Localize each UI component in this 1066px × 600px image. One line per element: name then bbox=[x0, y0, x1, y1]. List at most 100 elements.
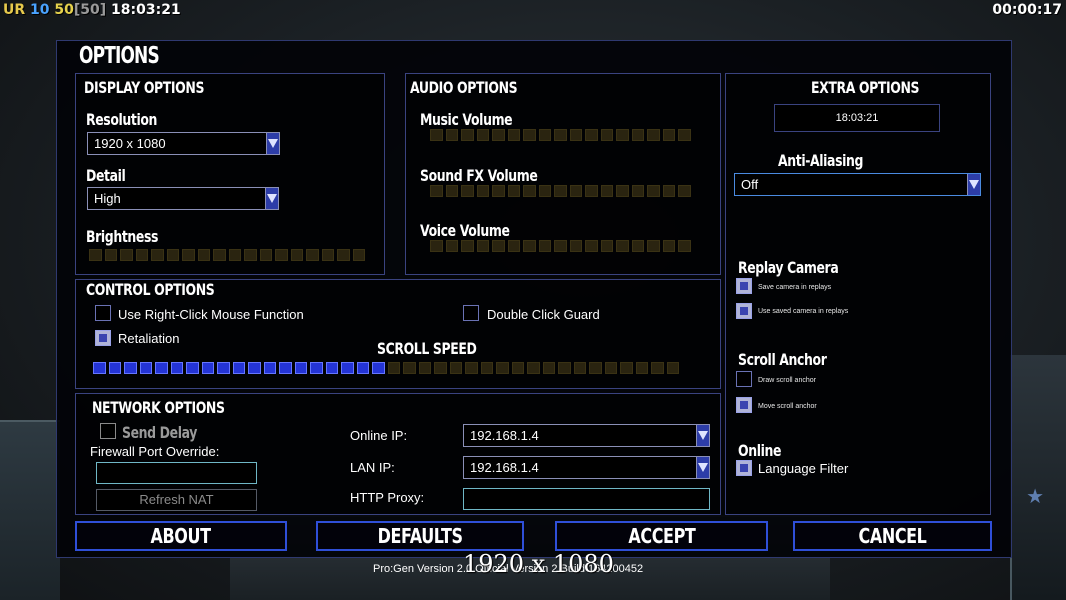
chevron-down-icon[interactable] bbox=[696, 425, 709, 446]
slider-segment[interactable] bbox=[476, 240, 489, 252]
slider-segment[interactable] bbox=[507, 129, 520, 141]
slider-segment[interactable] bbox=[662, 129, 675, 141]
slider-segment[interactable] bbox=[480, 362, 493, 374]
voice-volume-slider[interactable] bbox=[430, 240, 691, 252]
slider-segment[interactable] bbox=[325, 362, 338, 374]
double-click-guard-checkbox[interactable] bbox=[463, 305, 479, 321]
slider-segment[interactable] bbox=[476, 185, 489, 197]
slider-segment[interactable] bbox=[631, 185, 644, 197]
slider-segment[interactable] bbox=[631, 129, 644, 141]
slider-segment[interactable] bbox=[352, 249, 365, 261]
defaults-button[interactable]: DEFAULTS bbox=[316, 521, 524, 551]
slider-segment[interactable] bbox=[403, 362, 416, 374]
lan-ip-dropdown[interactable]: 192.168.1.4 bbox=[463, 456, 710, 479]
slider-segment[interactable] bbox=[461, 185, 474, 197]
firewall-port-input[interactable] bbox=[96, 462, 257, 484]
slider-segment[interactable] bbox=[263, 362, 276, 374]
slider-segment[interactable] bbox=[306, 249, 319, 261]
slider-segment[interactable] bbox=[523, 240, 536, 252]
cancel-button[interactable]: CANCEL bbox=[793, 521, 992, 551]
slider-segment[interactable] bbox=[108, 362, 121, 374]
slider-segment[interactable] bbox=[170, 362, 183, 374]
slider-segment[interactable] bbox=[120, 249, 133, 261]
slider-segment[interactable] bbox=[585, 185, 598, 197]
slider-segment[interactable] bbox=[631, 240, 644, 252]
slider-segment[interactable] bbox=[523, 129, 536, 141]
slider-segment[interactable] bbox=[585, 129, 598, 141]
slider-segment[interactable] bbox=[461, 240, 474, 252]
slider-segment[interactable] bbox=[558, 362, 571, 374]
slider-segment[interactable] bbox=[666, 362, 679, 374]
slider-segment[interactable] bbox=[434, 362, 447, 374]
slider-segment[interactable] bbox=[507, 185, 520, 197]
slider-segment[interactable] bbox=[647, 240, 660, 252]
slider-segment[interactable] bbox=[244, 249, 257, 261]
slider-segment[interactable] bbox=[647, 129, 660, 141]
slider-segment[interactable] bbox=[465, 362, 478, 374]
move-scroll-anchor-checkbox[interactable] bbox=[736, 397, 752, 413]
slider-segment[interactable] bbox=[635, 362, 648, 374]
slider-segment[interactable] bbox=[600, 240, 613, 252]
about-button[interactable]: ABOUT bbox=[75, 521, 287, 551]
slider-segment[interactable] bbox=[155, 362, 168, 374]
slider-segment[interactable] bbox=[678, 240, 691, 252]
slider-segment[interactable] bbox=[507, 240, 520, 252]
slider-segment[interactable] bbox=[372, 362, 385, 374]
chevron-down-icon[interactable] bbox=[266, 133, 279, 154]
slider-segment[interactable] bbox=[445, 185, 458, 197]
slider-segment[interactable] bbox=[461, 129, 474, 141]
slider-segment[interactable] bbox=[430, 129, 443, 141]
slider-segment[interactable] bbox=[89, 249, 102, 261]
slider-segment[interactable] bbox=[662, 185, 675, 197]
slider-segment[interactable] bbox=[492, 240, 505, 252]
draw-scroll-anchor-checkbox[interactable] bbox=[736, 371, 752, 387]
slider-segment[interactable] bbox=[523, 185, 536, 197]
slider-segment[interactable] bbox=[449, 362, 462, 374]
slider-segment[interactable] bbox=[217, 362, 230, 374]
slider-segment[interactable] bbox=[104, 249, 117, 261]
slider-segment[interactable] bbox=[387, 362, 400, 374]
slider-segment[interactable] bbox=[93, 362, 106, 374]
slider-segment[interactable] bbox=[356, 362, 369, 374]
slider-segment[interactable] bbox=[151, 249, 164, 261]
slider-segment[interactable] bbox=[124, 362, 137, 374]
use-saved-camera-checkbox[interactable] bbox=[736, 303, 752, 319]
slider-segment[interactable] bbox=[445, 129, 458, 141]
slider-segment[interactable] bbox=[476, 129, 489, 141]
slider-segment[interactable] bbox=[554, 240, 567, 252]
music-volume-slider[interactable] bbox=[430, 129, 691, 141]
slider-segment[interactable] bbox=[492, 185, 505, 197]
slider-segment[interactable] bbox=[678, 185, 691, 197]
slider-segment[interactable] bbox=[232, 362, 245, 374]
save-camera-checkbox[interactable] bbox=[736, 278, 752, 294]
slider-segment[interactable] bbox=[228, 249, 241, 261]
slider-segment[interactable] bbox=[569, 240, 582, 252]
slider-segment[interactable] bbox=[538, 185, 551, 197]
slider-segment[interactable] bbox=[321, 249, 334, 261]
slider-segment[interactable] bbox=[166, 249, 179, 261]
slider-segment[interactable] bbox=[573, 362, 586, 374]
slider-segment[interactable] bbox=[616, 240, 629, 252]
slider-segment[interactable] bbox=[492, 129, 505, 141]
sfx-volume-slider[interactable] bbox=[430, 185, 691, 197]
slider-segment[interactable] bbox=[135, 249, 148, 261]
chevron-down-icon[interactable] bbox=[696, 457, 709, 478]
slider-segment[interactable] bbox=[585, 240, 598, 252]
detail-dropdown[interactable]: High bbox=[87, 187, 279, 210]
slider-segment[interactable] bbox=[259, 249, 272, 261]
slider-segment[interactable] bbox=[554, 185, 567, 197]
resolution-dropdown[interactable]: 1920 x 1080 bbox=[87, 132, 280, 155]
accept-button[interactable]: ACCEPT bbox=[555, 521, 768, 551]
slider-segment[interactable] bbox=[310, 362, 323, 374]
scroll-speed-slider[interactable] bbox=[93, 362, 679, 374]
slider-segment[interactable] bbox=[538, 240, 551, 252]
slider-segment[interactable] bbox=[600, 185, 613, 197]
anti-aliasing-dropdown[interactable]: Off bbox=[734, 173, 981, 196]
slider-segment[interactable] bbox=[620, 362, 633, 374]
slider-segment[interactable] bbox=[651, 362, 664, 374]
http-proxy-input[interactable] bbox=[463, 488, 710, 510]
slider-segment[interactable] bbox=[678, 129, 691, 141]
slider-segment[interactable] bbox=[511, 362, 524, 374]
slider-segment[interactable] bbox=[496, 362, 509, 374]
slider-segment[interactable] bbox=[139, 362, 152, 374]
